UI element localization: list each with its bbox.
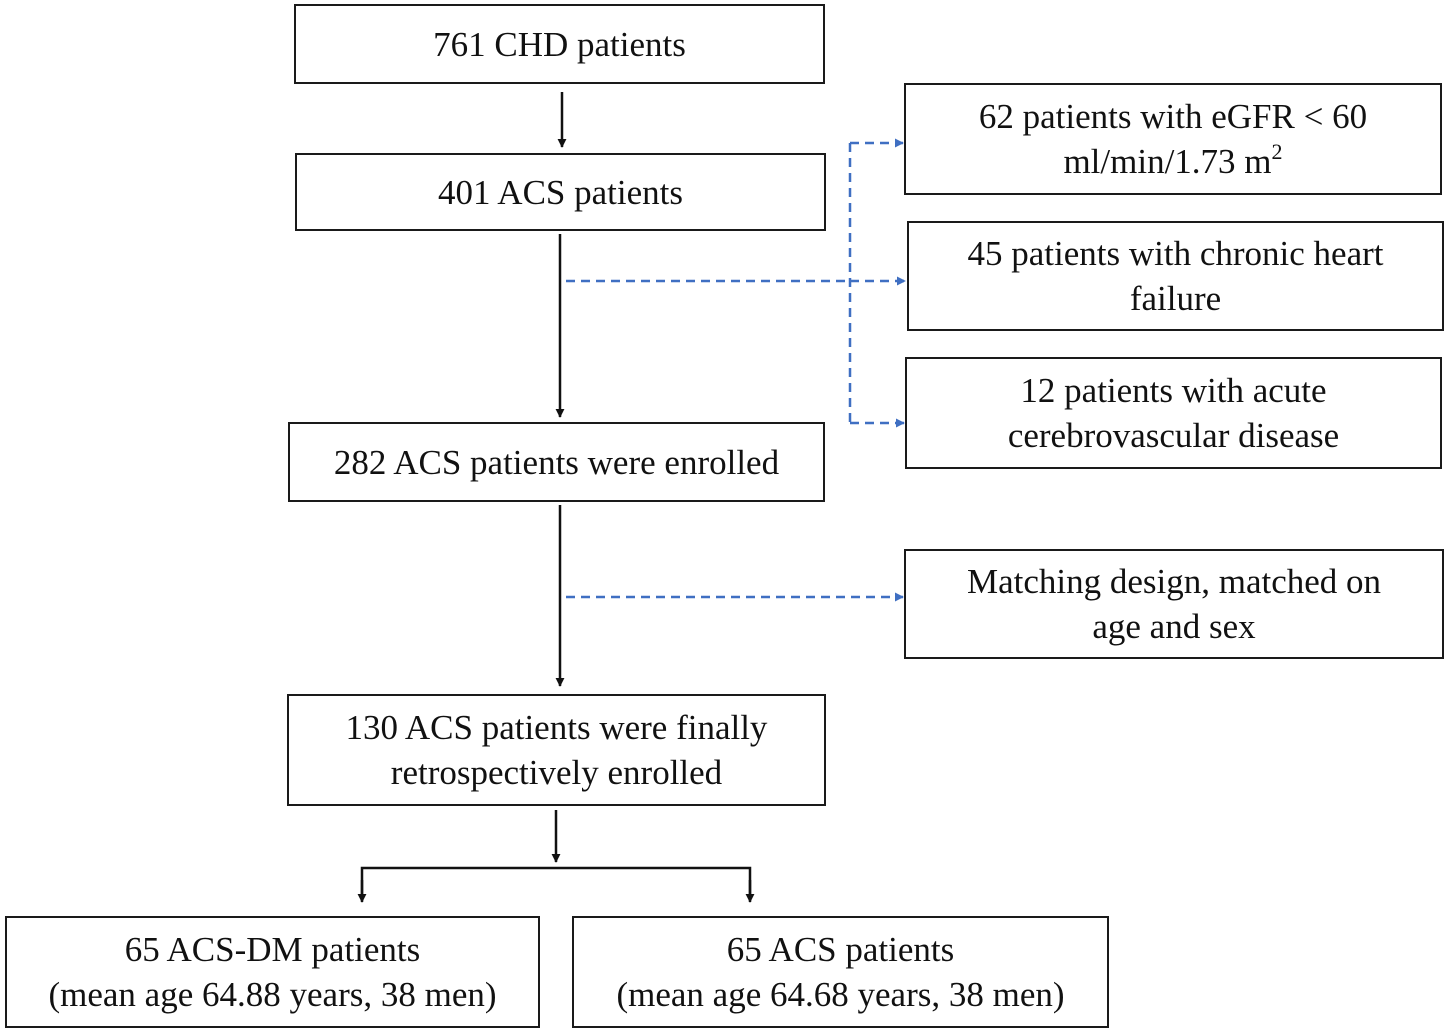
node-final-enrolled: 130 ACS patients were finally retrospect…: [287, 694, 826, 806]
exclusion-matching-design: Matching design, matched on age and sex: [904, 549, 1444, 659]
node-acs-group-line1: 65 ACS patients: [726, 930, 955, 969]
exclusion-cerebrovascular-line1: 12 patients with acute: [1020, 371, 1327, 410]
node-acs-group: 65 ACS patients (mean age 64.68 years, 3…: [572, 916, 1109, 1028]
exclusion-matching-line2: age and sex: [1092, 607, 1256, 646]
exclusion-heart-failure-line1: 45 patients with chronic heart: [967, 234, 1384, 273]
node-acs-group-line2: (mean age 64.68 years, 38 men): [616, 975, 1065, 1014]
exclusion-matching-line1: Matching design, matched on: [966, 562, 1382, 601]
node-chd-patients: 761 CHD patients: [294, 4, 825, 84]
node-enrolled-label: 282 ACS patients were enrolled: [333, 442, 780, 482]
node-acs-dm-line2: (mean age 64.88 years, 38 men): [48, 975, 497, 1014]
exclusion-egfr-superscript: 2: [1271, 139, 1283, 164]
exclusion-cerebrovascular: 12 patients with acute cerebrovascular d…: [905, 357, 1442, 469]
node-chd-label: 761 CHD patients: [433, 24, 686, 64]
exclusion-heart-failure: 45 patients with chronic heart failure: [907, 221, 1444, 331]
node-acs-dm-group: 65 ACS-DM patients (mean age 64.88 years…: [5, 916, 540, 1028]
node-final-line1: 130 ACS patients were finally: [345, 708, 768, 747]
node-acs-dm-line1: 65 ACS-DM patients: [124, 930, 421, 969]
node-acs-patients: 401 ACS patients: [295, 153, 826, 231]
exclusion-egfr-line2: ml/min/1.73 m2: [1063, 139, 1283, 182]
node-final-line2: retrospectively enrolled: [390, 753, 723, 792]
exclusion-cerebrovascular-line2: cerebrovascular disease: [1007, 416, 1340, 455]
node-acs-label: 401 ACS patients: [437, 172, 684, 212]
exclusion-heart-failure-line2: failure: [1129, 279, 1222, 318]
exclusion-egfr-line1: 62 patients with eGFR < 60: [978, 97, 1368, 136]
node-enrolled-patients: 282 ACS patients were enrolled: [288, 422, 825, 502]
split-bracket: [360, 866, 752, 898]
exclusion-egfr: 62 patients with eGFR < 60 ml/min/1.73 m…: [904, 83, 1442, 195]
